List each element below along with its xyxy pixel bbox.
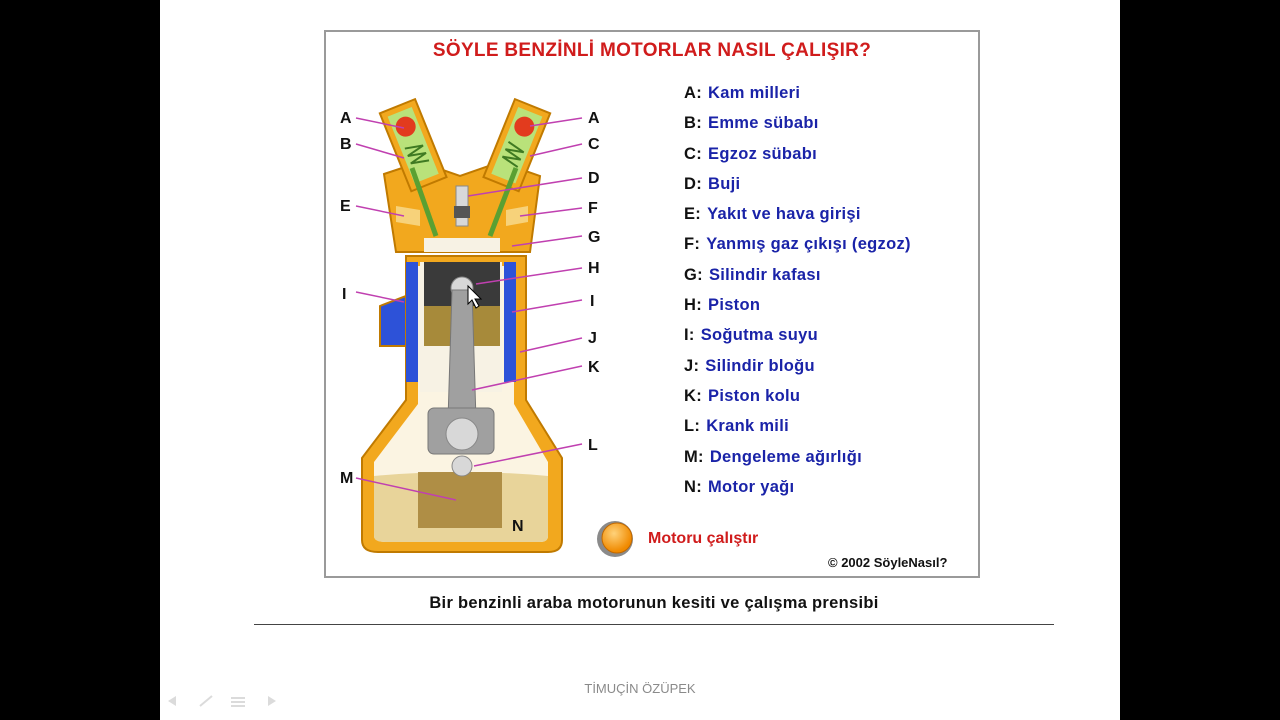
diagram-title: SÖYLE BENZİNLİ MOTORLAR NASIL ÇALIŞIR? bbox=[432, 40, 872, 61]
diagram-label-f: F bbox=[588, 200, 598, 217]
legend-item: L:Krank mili bbox=[684, 417, 789, 436]
legend-item: D:Buji bbox=[684, 174, 741, 193]
connecting-rod bbox=[447, 289, 477, 421]
author-name: TİMUÇİN ÖZÜPEK bbox=[584, 681, 696, 696]
pen-icon[interactable] bbox=[198, 694, 214, 707]
parts-legend: A:Kam milleri B:Emme sübabı C:Egzoz süba… bbox=[684, 84, 911, 508]
crankshaft bbox=[451, 455, 473, 477]
diagram-label-i-left: I bbox=[342, 286, 346, 303]
legend-item: B:Emme sübabı bbox=[684, 114, 819, 133]
legend-item: N:Motor yağı bbox=[684, 477, 795, 496]
crank-journal bbox=[445, 417, 479, 451]
exhaust-cam-housing bbox=[482, 97, 552, 193]
legend-item: E:Yakıt ve hava girişi bbox=[684, 205, 861, 224]
diagram-label-a-right: A bbox=[588, 110, 600, 127]
coolant-left bbox=[379, 294, 407, 347]
legend-item: C:Egzoz sübabı bbox=[684, 144, 818, 163]
caption-divider bbox=[254, 624, 1054, 625]
combustion-chamber bbox=[424, 238, 500, 252]
diagram-label-h: H bbox=[588, 260, 600, 277]
diagram-label-d: D bbox=[588, 170, 600, 187]
slideshow-controls bbox=[166, 694, 278, 707]
start-engine-label[interactable]: Motoru çalıştır bbox=[648, 530, 759, 547]
legend-item: A:Kam milleri bbox=[684, 84, 801, 102]
intake-cam-housing bbox=[378, 97, 448, 193]
start-button-icon[interactable] bbox=[596, 520, 634, 558]
menu-icon[interactable] bbox=[230, 694, 246, 707]
spark-plug-nut bbox=[454, 206, 470, 218]
coolant-left-jacket bbox=[406, 262, 418, 382]
legend-item: I:Soğutma suyu bbox=[684, 326, 818, 345]
diagram-label-i-right: I bbox=[590, 293, 594, 310]
diagram-label-g: G bbox=[588, 229, 600, 246]
intake-port bbox=[396, 206, 420, 226]
diagram-label-m: M bbox=[340, 470, 353, 487]
leader-lines bbox=[355, 117, 583, 501]
legend-item: H:Piston bbox=[684, 296, 761, 315]
legend-item: G:Silindir kafası bbox=[684, 265, 821, 284]
coolant-right-jacket bbox=[504, 262, 516, 382]
exhaust-valve bbox=[487, 167, 519, 237]
counterweight bbox=[418, 472, 502, 528]
diagram-label-l: L bbox=[588, 437, 598, 454]
diagram-label-b: B bbox=[340, 136, 352, 153]
diagram-label-e: E bbox=[340, 198, 351, 215]
legend-item: F:Yanmış gaz çıkışı (egzoz) bbox=[684, 235, 911, 254]
mouse-cursor-icon bbox=[467, 284, 483, 309]
diagram-label-a-left: A bbox=[340, 110, 352, 127]
previous-slide-icon[interactable] bbox=[166, 694, 182, 706]
figure-caption: Bir benzinli araba motorunun kesiti ve ç… bbox=[429, 594, 879, 612]
exhaust-port bbox=[506, 206, 528, 226]
diagram-label-n: N bbox=[512, 518, 524, 535]
legend-item: K:Piston kolu bbox=[684, 386, 801, 405]
diagram-label-k: K bbox=[588, 359, 600, 376]
legend-item: J:Silindir bloğu bbox=[684, 356, 815, 375]
intake-valve bbox=[409, 167, 439, 237]
legend-item: M:Dengeleme ağırlığı bbox=[684, 447, 862, 466]
diagram-label-j: J bbox=[588, 330, 597, 347]
start-engine-button[interactable]: Motoru çalıştır bbox=[596, 520, 758, 558]
diagram-label-c: C bbox=[588, 136, 600, 153]
copyright: © 2002 SöyleNasıl? bbox=[828, 555, 948, 570]
next-slide-icon[interactable] bbox=[262, 694, 278, 706]
